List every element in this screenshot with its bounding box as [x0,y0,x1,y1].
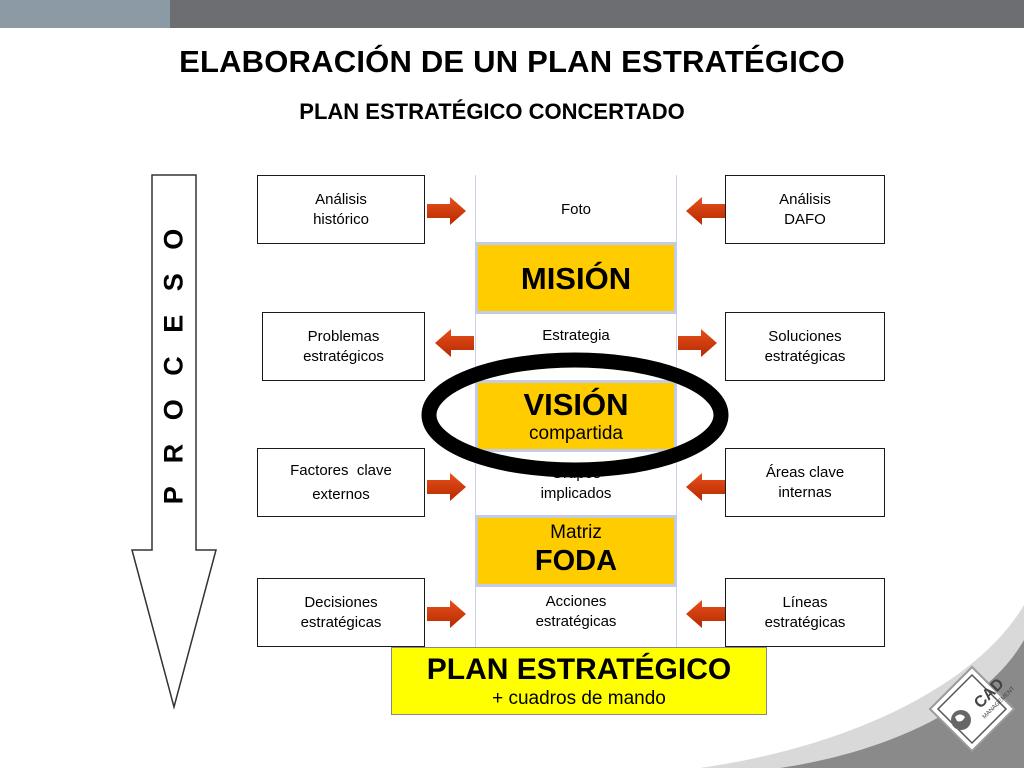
arrow-row4-right [686,600,725,628]
center-item-foto: Foto [560,201,591,218]
vision-highlight-ellipse [421,352,729,478]
center-item-acciones: Acciones estratégicas [535,593,617,630]
top-bar [0,0,1024,28]
plan-estrategico-box: PLAN ESTRATÉGICO + cuadros de mando [391,647,767,715]
foda-box: Matriz FODA [475,515,677,587]
top-bar-accent [0,0,170,28]
arrow-row1-left [427,197,466,225]
arrow-row2-left [435,329,474,357]
arrow-row3-left [427,473,466,501]
plan-title: PLAN ESTRATÉGICO [426,653,732,686]
arrow-row4-left [427,600,466,628]
cad-management-logo: CAD MANAGEMENT [928,665,1016,753]
page-title: ELABORACIÓN DE UN PLAN ESTRATÉGICO [179,44,845,79]
vision-box: VISIÓN compartida [475,380,677,452]
arrow-row3-right [686,473,725,501]
plan-subtitle: + cuadros de mando [492,688,666,709]
center-item-estrategia: Estrategia [542,327,610,344]
mision-box: MISIÓN [475,242,677,314]
arrow-row1-right [686,197,725,225]
arrow-row2-right [678,329,717,357]
page-subtitle: PLAN ESTRATÉGICO CONCERTADO [299,99,685,124]
